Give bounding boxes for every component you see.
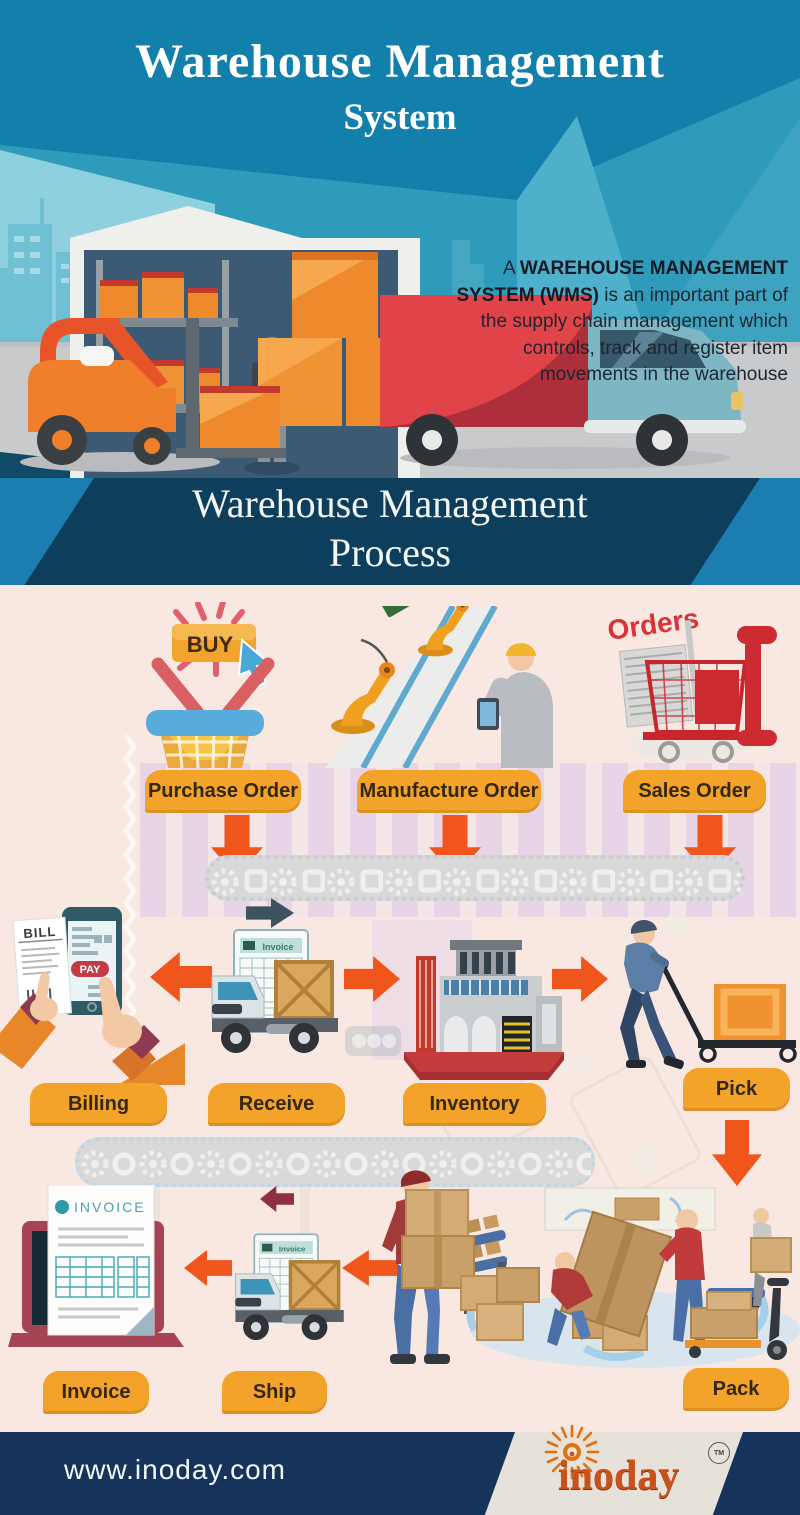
website-link[interactable]: www.inoday.com — [64, 1454, 287, 1485]
picker-person-icon — [620, 919, 684, 1070]
manufacture-order-icon — [325, 606, 553, 768]
delivery-truck-icon — [380, 295, 746, 469]
step-label-sales-order: Sales Order — [623, 770, 766, 813]
step-label-inventory: Inventory — [403, 1083, 546, 1126]
operator-icon — [477, 643, 553, 768]
process-banner-title: Warehouse Management Process — [60, 480, 720, 578]
bill-label: BILL — [23, 924, 57, 941]
bill-paper-icon: BILL — [12, 916, 73, 1018]
step-label-pick: Pick — [683, 1068, 790, 1111]
step-label-pack: Pack — [683, 1368, 789, 1411]
invoice-laptop-icon: INVOICE — [8, 1185, 184, 1347]
packers-icon — [547, 1209, 765, 1346]
step-label-receive: Receive — [208, 1083, 345, 1126]
traffic-light-watermark — [345, 1026, 401, 1056]
desc-rest: is an important part of the supply chain… — [480, 284, 788, 386]
page-title-line1: Warehouse Management — [135, 35, 665, 88]
conveyor-leg — [150, 1185, 160, 1240]
invoice-document-label: INVOICE — [74, 1199, 146, 1215]
sales-order-icon: Orders — [606, 604, 777, 763]
header-illustration — [0, 0, 800, 478]
sunburst-icon — [544, 1424, 600, 1480]
crate-icon — [274, 960, 334, 1020]
pay-button — [71, 961, 109, 977]
billing-icon: PAY BILL — [0, 907, 185, 1085]
cart-icon — [643, 626, 777, 763]
conveyor-belt-top — [205, 855, 745, 901]
invoice-sheet-label: Invoice — [262, 942, 293, 952]
hand-icon — [98, 976, 185, 1085]
brand-name: inoday — [558, 1453, 680, 1499]
robot-arm-icon — [417, 606, 469, 657]
step-label-invoice: Invoice — [43, 1371, 149, 1414]
process-banner-line2: Process — [328, 529, 452, 575]
desc-bold: WAREHOUSE MANAGEMENT SYSTEM (WMS) — [456, 258, 788, 306]
trademark-badge: TM — [708, 1442, 730, 1464]
crate-icon — [288, 1260, 341, 1312]
receive-icon: Invoice — [211, 929, 338, 1053]
step-label-purchase-order: Purchase Order — [145, 770, 301, 813]
wms-description: A WAREHOUSE MANAGEMENT SYSTEM (WMS) is a… — [454, 256, 788, 389]
hand-icon — [0, 972, 58, 1069]
inventory-icon — [404, 940, 564, 1080]
pay-button-label: PAY — [80, 964, 101, 976]
pack-scene-icon — [460, 1187, 800, 1368]
purchase-order-icon: BUY — [146, 602, 275, 769]
forklift-icon — [20, 318, 286, 472]
packer-small-icon — [750, 1208, 792, 1306]
step-label-ship: Ship — [222, 1371, 327, 1414]
process-banner-line1: Warehouse Management — [192, 481, 588, 526]
invoice-sheet-label: Invoice — [279, 1244, 306, 1253]
robot-arm-icon — [331, 638, 395, 734]
step-label-billing: Billing — [30, 1083, 167, 1126]
pick-icon — [620, 919, 797, 1070]
conveyor-belt-bottom — [75, 1137, 595, 1187]
desc-prefix: A — [502, 258, 520, 279]
ship-icon: Invoice — [234, 1233, 344, 1341]
invoice-document-icon: INVOICE — [47, 1185, 155, 1336]
page-title-line2: System — [343, 97, 457, 138]
pallet-jack-icon — [685, 1278, 789, 1360]
step-label-manufacture-order: Manufacture Order — [357, 770, 541, 813]
buy-button-label: BUY — [187, 632, 234, 657]
inoday-logo[interactable]: inoday TM — [540, 1424, 730, 1512]
conveyor-leg — [300, 1185, 310, 1240]
